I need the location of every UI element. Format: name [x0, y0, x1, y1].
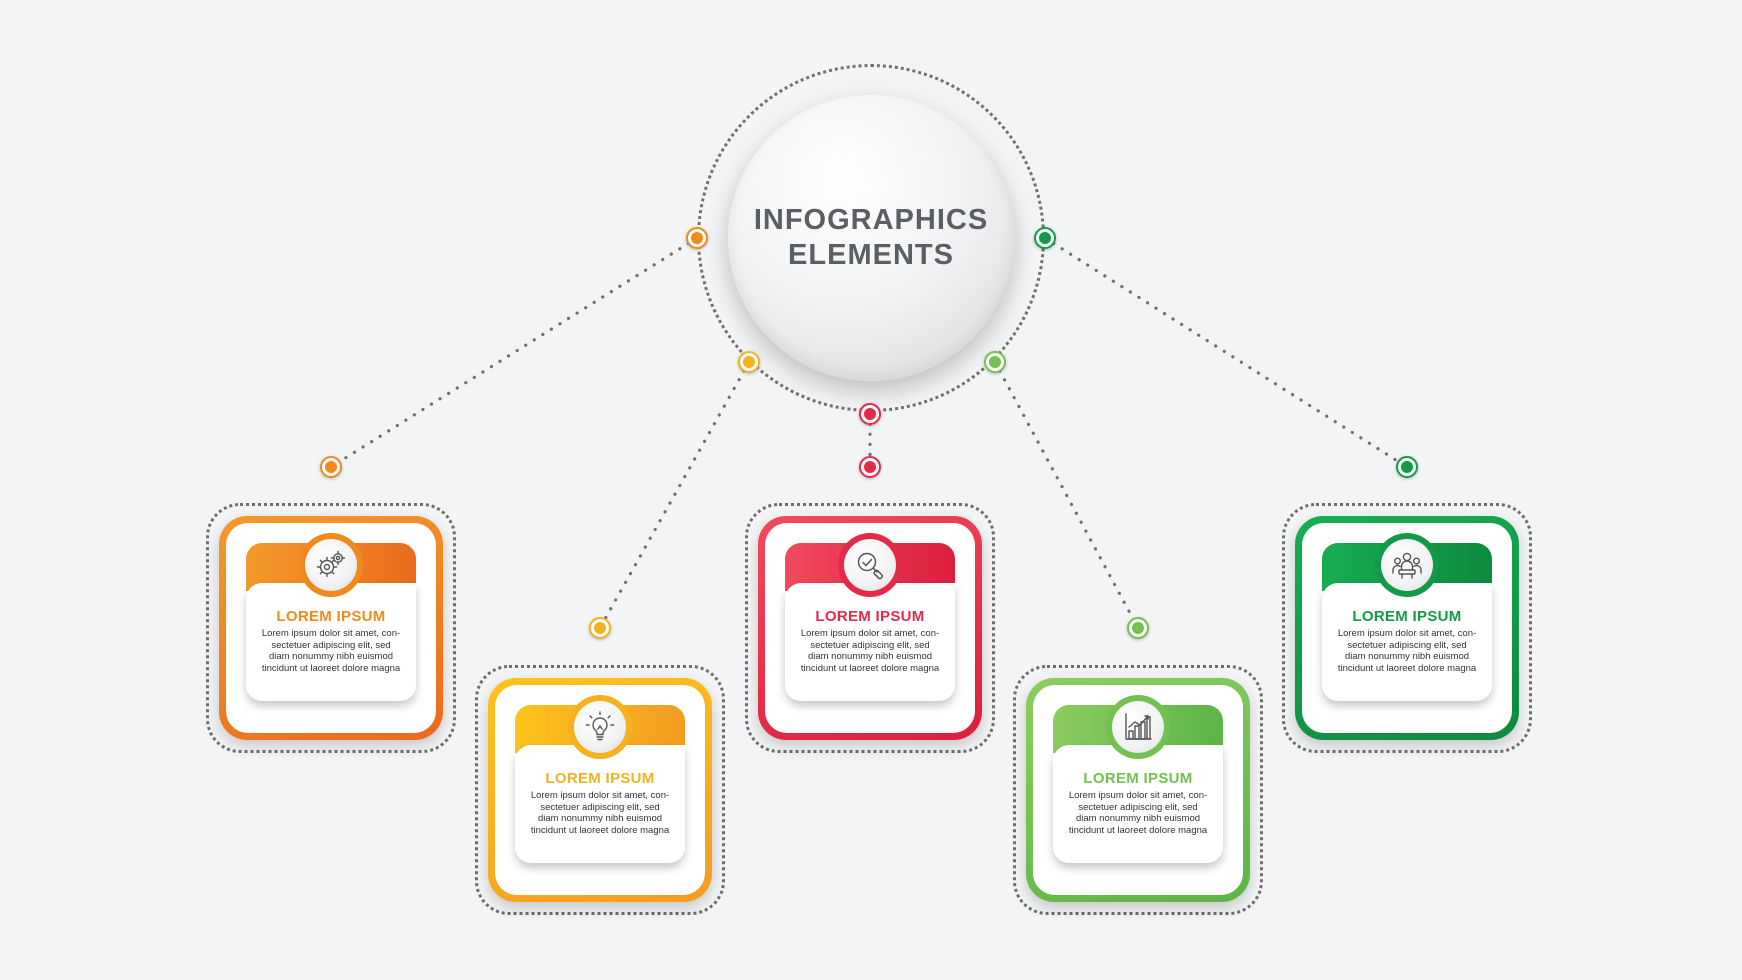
- bar-chart-icon: [1112, 701, 1164, 753]
- card-face: LOREM IPSUM Lorem ipsum dolor sit amet, c…: [765, 523, 975, 733]
- card-red: LOREM IPSUM Lorem ipsum dolor sit amet, c…: [758, 516, 982, 740]
- hub-dot-green: [1034, 227, 1056, 249]
- card-icon-ring: [568, 695, 632, 759]
- connector-line-green: [1043, 236, 1409, 469]
- card-dotted-ring-green: [1282, 503, 1532, 753]
- card-body: Lorem ipsum dolor sit amet, con- sectetu…: [800, 628, 940, 674]
- card-face: LOREM IPSUM Lorem ipsum dolor sit amet, c…: [1302, 523, 1512, 733]
- card-title: LOREM IPSUM: [1083, 770, 1193, 787]
- card-panel: [246, 583, 416, 701]
- hub-dot-orange: [686, 227, 708, 249]
- card-dotted-ring-orange: [206, 503, 456, 753]
- hub-dot-lightgreen: [984, 351, 1006, 373]
- card-dot-green: [1396, 456, 1418, 478]
- card-green: LOREM IPSUM Lorem ipsum dolor sit amet, c…: [1295, 516, 1519, 740]
- connector-line-lightgreen: [993, 360, 1140, 630]
- card-face: LOREM IPSUM Lorem ipsum dolor sit amet, c…: [226, 523, 436, 733]
- card-panel: [1053, 745, 1223, 863]
- card-title: LOREM IPSUM: [815, 608, 925, 625]
- lightbulb-icon: [574, 701, 626, 753]
- card-lightgreen: LOREM IPSUM Lorem ipsum dolor sit amet, c…: [1026, 678, 1250, 902]
- connector-line-yellow: [598, 360, 751, 630]
- card-dot-orange: [320, 456, 342, 478]
- card-body: Lorem ipsum dolor sit amet, con- sectetu…: [1337, 628, 1477, 674]
- card-icon-ring: [838, 533, 902, 597]
- card-icon-ring: [1106, 695, 1170, 759]
- card-title: LOREM IPSUM: [1352, 608, 1462, 625]
- card-dotted-ring-yellow: [475, 665, 725, 915]
- card-panel: [515, 745, 685, 863]
- card-body: Lorem ipsum dolor sit amet, con- sectetu…: [261, 628, 401, 674]
- card-dot-yellow: [589, 617, 611, 639]
- hub-title: INFOGRAPHICS ELEMENTS: [753, 204, 989, 271]
- card-body: Lorem ipsum dolor sit amet, con- sectetu…: [1068, 790, 1208, 836]
- card-dotted-ring-lightgreen: [1013, 665, 1263, 915]
- magnifier-check-icon: [844, 539, 896, 591]
- hub-circle: INFOGRAPHICS ELEMENTS: [728, 95, 1014, 381]
- connector-line-orange: [329, 236, 699, 469]
- card-dot-red: [859, 456, 881, 478]
- card-panel: [1322, 583, 1492, 701]
- hub-dot-red: [859, 403, 881, 425]
- card-yellow: LOREM IPSUM Lorem ipsum dolor sit amet, c…: [488, 678, 712, 902]
- card-face: LOREM IPSUM Lorem ipsum dolor sit amet, c…: [1033, 685, 1243, 895]
- card-face: LOREM IPSUM Lorem ipsum dolor sit amet, c…: [495, 685, 705, 895]
- hub-dot-yellow: [738, 351, 760, 373]
- card-panel: [785, 583, 955, 701]
- gears-icon: [305, 539, 357, 591]
- card-title: LOREM IPSUM: [545, 770, 655, 787]
- card-orange: LOREM IPSUM Lorem ipsum dolor sit amet, c…: [219, 516, 443, 740]
- card-icon-ring: [1375, 533, 1439, 597]
- card-title: LOREM IPSUM: [276, 608, 386, 625]
- card-dot-lightgreen: [1127, 617, 1149, 639]
- card-icon-ring: [299, 533, 363, 597]
- card-body: Lorem ipsum dolor sit amet, con- sectetu…: [530, 790, 670, 836]
- card-dotted-ring-red: [745, 503, 995, 753]
- team-icon: [1381, 539, 1433, 591]
